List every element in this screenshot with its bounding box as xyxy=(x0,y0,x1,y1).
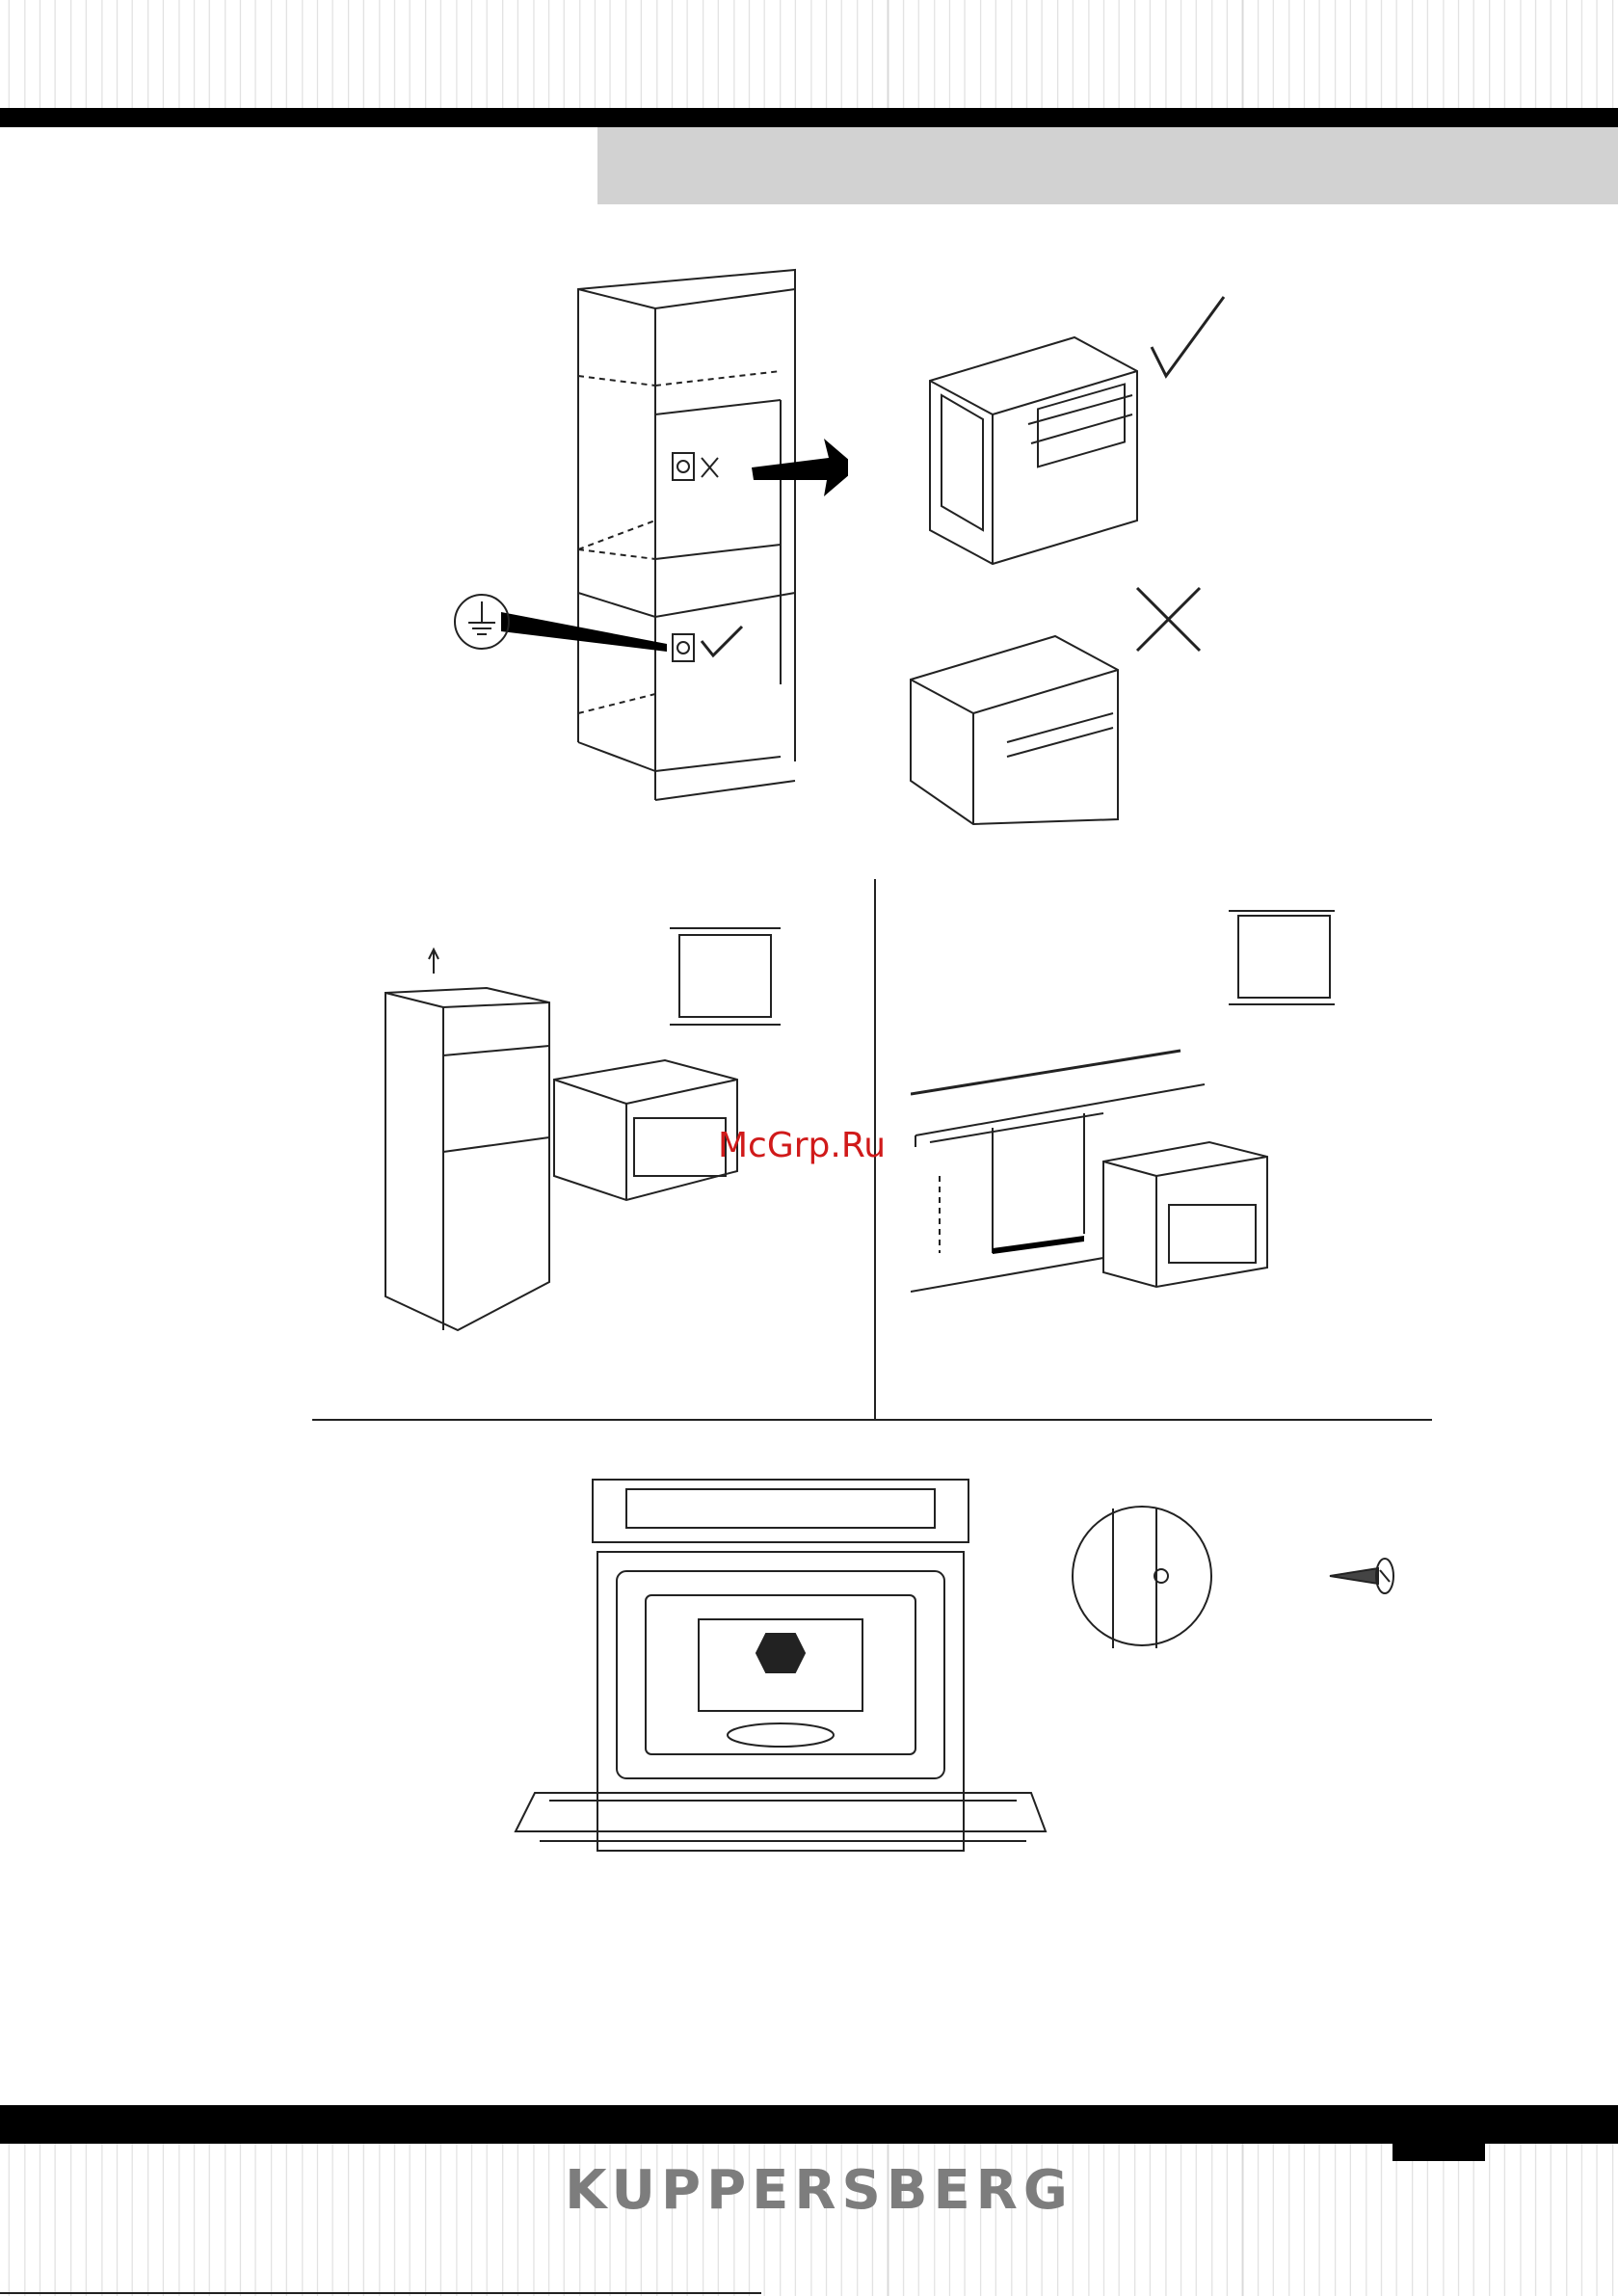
watermark: McGrp.Ru xyxy=(718,1126,886,1165)
footer-black-bar xyxy=(0,2105,1618,2144)
figure-under-counter-install xyxy=(911,887,1412,1330)
figure-carrying-oven xyxy=(901,289,1229,829)
header-gray-band xyxy=(597,127,1618,204)
ground-symbol-icon xyxy=(453,588,511,655)
figure-socket-placement xyxy=(443,260,848,819)
figure-screw-fixing xyxy=(511,1475,1050,1865)
check-icon xyxy=(702,627,742,655)
footer-line xyxy=(0,2292,761,2294)
horizontal-divider xyxy=(312,1419,1432,1421)
screw-icon xyxy=(1325,1557,1397,1595)
brand-logo: KUPPERSBERG xyxy=(0,2159,1618,2222)
header-black-bar xyxy=(0,108,1618,127)
cross-icon xyxy=(1137,588,1200,651)
screw-detail-zoom xyxy=(1070,1489,1214,1663)
check-icon xyxy=(1152,297,1224,376)
cross-icon xyxy=(702,458,718,477)
